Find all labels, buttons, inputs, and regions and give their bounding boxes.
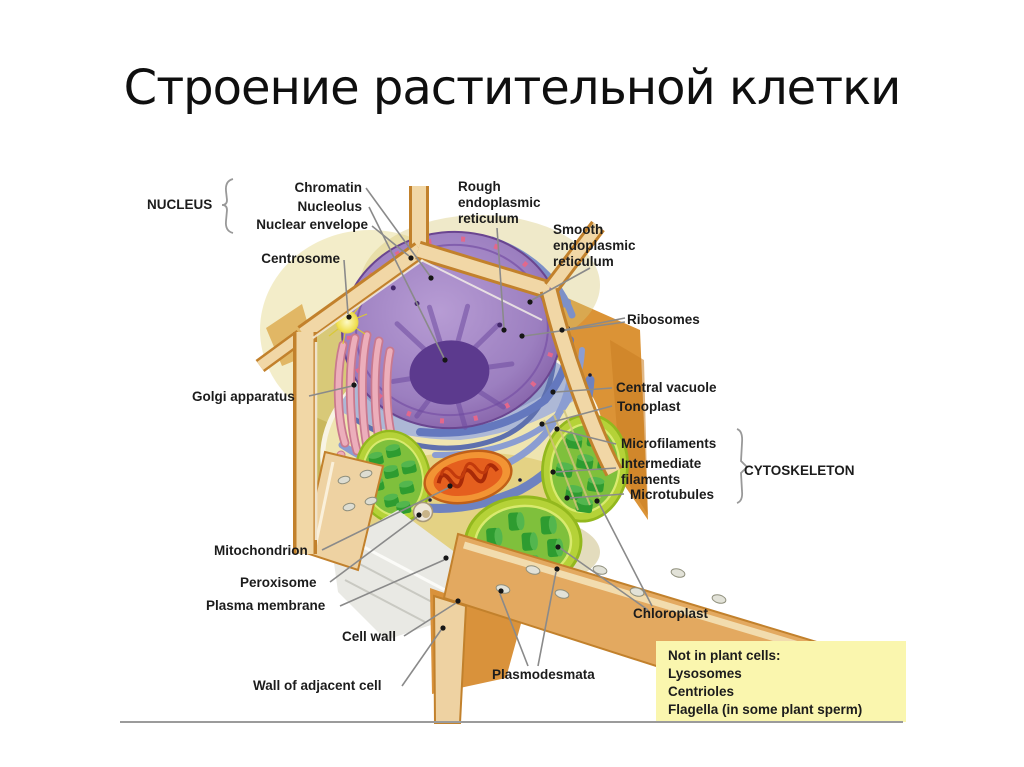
- label-plasmodesmata: Plasmodesmata: [492, 667, 595, 682]
- bottom-divider: [120, 721, 903, 723]
- label-peroxisome: Peroxisome: [240, 575, 317, 590]
- label-centrosome: Centrosome: [261, 251, 340, 266]
- label-chloroplast: Chloroplast: [633, 606, 709, 621]
- label-smooth-er: Smooth endoplasmic reticulum: [553, 222, 636, 269]
- nucleolus-shape: [409, 340, 490, 405]
- label-nucleus: NUCLEUS: [147, 197, 213, 212]
- slide-title: Строение растительной клетки: [123, 60, 902, 116]
- cytoskeleton-bracket: [736, 428, 749, 504]
- note-box-item: Centrioles: [668, 684, 735, 699]
- note-box-item: Flagella (in some plant sperm): [668, 702, 863, 717]
- label-mitochondrion: Mitochondrion: [214, 543, 308, 558]
- label-central-vacuole: Central vacuole: [616, 380, 717, 395]
- peroxisome-organelle: [412, 501, 434, 523]
- note-box-item: Lysosomes: [668, 666, 742, 681]
- cell-wall-structure: [255, 186, 852, 724]
- plasmodesmata-pores: [495, 565, 727, 604]
- label-wall-adjacent: Wall of adjacent cell: [253, 678, 382, 693]
- label-rough-er: Rough endoplasmic reticulum: [458, 179, 541, 226]
- label-microtubules: Microtubules: [630, 487, 715, 502]
- label-golgi: Golgi apparatus: [192, 389, 295, 404]
- label-cytoskeleton: CYTOSKELETON: [744, 463, 855, 478]
- nucleus-brace: [221, 178, 234, 234]
- leader-lines: [308, 187, 653, 687]
- label-intermediate-filaments: Intermediate filaments: [621, 456, 702, 487]
- label-plasma-membrane: Plasma membrane: [206, 598, 326, 613]
- label-nucleolus: Nucleolus: [297, 199, 362, 214]
- label-chromatin: Chromatin: [294, 180, 363, 195]
- note-box: Not in plant cells: Lysosomes Centrioles…: [656, 641, 906, 722]
- label-nuclear-envelope: Nuclear envelope: [256, 217, 368, 232]
- plasmodesmata-pores: [337, 469, 378, 512]
- label-microfilaments: Microfilaments: [621, 436, 717, 451]
- label-ribosomes: Ribosomes: [627, 312, 700, 327]
- note-box-title: Not in plant cells:: [668, 648, 781, 663]
- anchor-dots: [346, 255, 600, 631]
- label-tonoplast: Tonoplast: [617, 399, 681, 414]
- label-cell-wall: Cell wall: [342, 629, 397, 644]
